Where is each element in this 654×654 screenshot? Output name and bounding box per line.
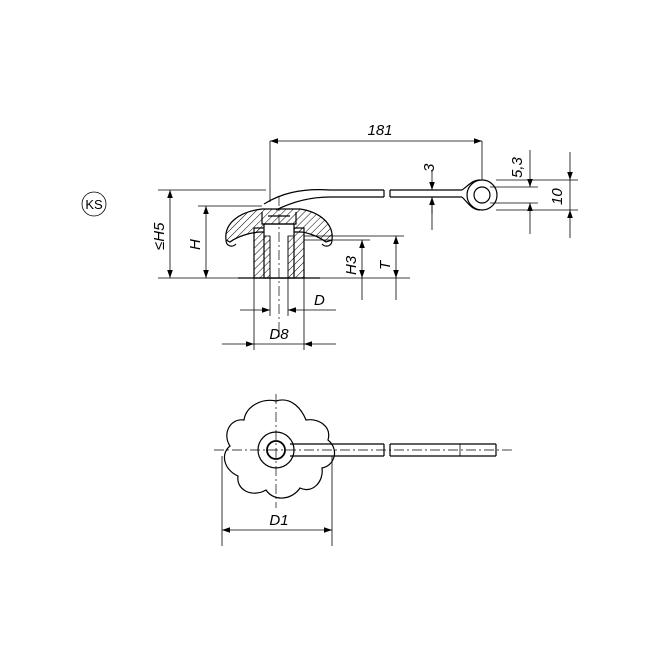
dim-height-max: ≤H5 [151, 189, 266, 279]
dim-hub-diameter-label: D8 [269, 326, 289, 343]
dim-eye-hole-label: 5,3 [509, 156, 526, 178]
dim-bore-depth: T [304, 235, 404, 300]
ks-badge-label: KS [85, 197, 103, 212]
dim-length-label: 181 [367, 122, 392, 139]
dim-knob-diameter-label: D1 [269, 512, 288, 529]
dim-height-label: H [187, 239, 204, 250]
dim-eye-outer-label: 10 [549, 188, 566, 205]
top-hub-inner [266, 440, 286, 460]
dim-knob-diameter: D1 [221, 456, 333, 546]
ks-badge: KS [81, 191, 107, 217]
dim-bore-diameter: D [240, 278, 336, 316]
dim-eye-hole: 5,3 [490, 150, 538, 234]
dim-cable-thickness-label: 3 [421, 163, 438, 172]
cable-side [263, 189, 384, 205]
side-view [225, 179, 498, 340]
dim-bore-diameter-label: D [314, 292, 325, 309]
cable-eye [466, 179, 498, 211]
dim-hub-diameter: D8 [222, 278, 336, 350]
dim-height: H [187, 205, 262, 278]
dim-bore-depth-label: T [377, 259, 394, 270]
dim-height-max-label: ≤H5 [151, 222, 168, 250]
dim-thread-depth: H3 [304, 239, 410, 300]
star-knob-outline [223, 399, 336, 499]
dim-eye-outer: 10 [496, 152, 578, 238]
top-view [214, 394, 512, 508]
dim-length: 181 [269, 122, 483, 202]
dim-cable-thickness: 3 [421, 163, 438, 230]
dim-thread-depth-label: H3 [343, 255, 360, 275]
